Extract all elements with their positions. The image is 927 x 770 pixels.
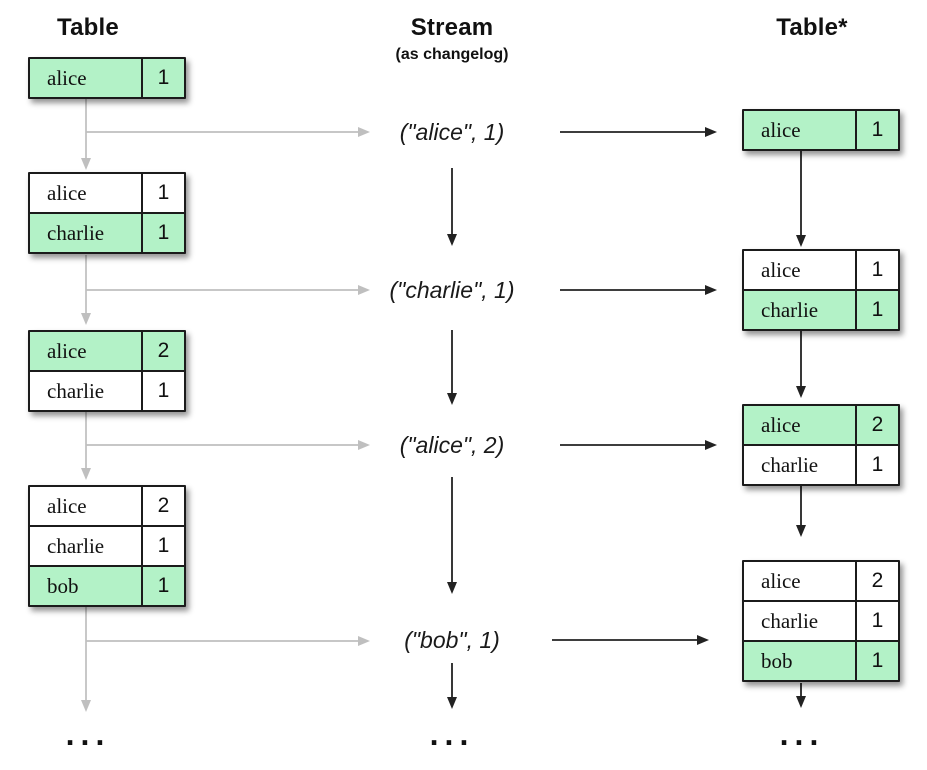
- row-value: 1: [157, 181, 170, 204]
- left-table-snapshot-2: alice 1 charlie 1: [28, 172, 186, 254]
- stream-event-1: ("alice", 1): [399, 119, 505, 145]
- table-row: charlie 1: [744, 444, 898, 484]
- row-value: 1: [157, 221, 170, 244]
- row-key: charlie: [744, 446, 857, 484]
- table-row: alice 1: [30, 59, 184, 97]
- table-row: charlie 1: [744, 600, 898, 640]
- left-table-snapshot-4: alice 2 charlie 1 bob 1: [28, 485, 186, 607]
- row-key: alice: [30, 59, 143, 97]
- row-key: alice: [30, 332, 143, 370]
- row-value: 2: [871, 569, 884, 592]
- row-key: alice: [30, 174, 143, 212]
- row-key: charlie: [30, 527, 143, 565]
- table-row: alice 1: [744, 111, 898, 149]
- left-continuation-ellipsis: ...: [65, 716, 111, 752]
- table-row: alice 2: [30, 487, 184, 525]
- stream-event-2: ("charlie", 1): [389, 277, 515, 303]
- row-value: 1: [157, 379, 170, 402]
- column-title-table: Table: [57, 14, 119, 41]
- row-value: 1: [871, 609, 884, 632]
- row-value: 1: [871, 649, 884, 672]
- table-row: charlie 1: [30, 212, 184, 252]
- row-key: alice: [744, 251, 857, 289]
- row-key: charlie: [744, 291, 857, 329]
- column-subtitle-changelog: (as changelog): [395, 46, 509, 63]
- table-row: bob 1: [744, 640, 898, 680]
- row-key: bob: [30, 567, 143, 605]
- table-row: alice 2: [30, 332, 184, 370]
- row-key: charlie: [744, 602, 857, 640]
- row-key: alice: [744, 562, 857, 600]
- row-key: bob: [744, 642, 857, 680]
- stream-event-3: ("alice", 2): [399, 432, 505, 458]
- row-key: alice: [744, 111, 857, 149]
- right-table-snapshot-3: alice 2 charlie 1: [742, 404, 900, 486]
- row-key: charlie: [30, 372, 143, 410]
- row-value: 2: [157, 494, 170, 517]
- stream-continuation-ellipsis: ...: [429, 716, 475, 752]
- row-value: 2: [871, 413, 884, 436]
- table-row: charlie 1: [30, 370, 184, 410]
- row-key: alice: [744, 406, 857, 444]
- table-row: charlie 1: [30, 525, 184, 565]
- row-value: 1: [157, 66, 170, 89]
- row-value: 1: [871, 258, 884, 281]
- table-row: alice 1: [30, 174, 184, 212]
- table-row: alice 2: [744, 562, 898, 600]
- right-table-snapshot-4: alice 2 charlie 1 bob 1: [742, 560, 900, 682]
- stream-event-4: ("bob", 1): [404, 627, 500, 653]
- row-value: 1: [871, 118, 884, 141]
- table-row: alice 1: [744, 251, 898, 289]
- row-value: 1: [871, 453, 884, 476]
- right-table-snapshot-2: alice 1 charlie 1: [742, 249, 900, 331]
- table-row: charlie 1: [744, 289, 898, 329]
- right-table-snapshot-1: alice 1: [742, 109, 900, 151]
- table-row: alice 2: [744, 406, 898, 444]
- row-value: 1: [157, 574, 170, 597]
- right-continuation-ellipsis: ...: [779, 716, 825, 752]
- left-table-snapshot-3: alice 2 charlie 1: [28, 330, 186, 412]
- row-value: 1: [871, 298, 884, 321]
- row-value: 1: [157, 534, 170, 557]
- column-title-table-star: Table*: [776, 14, 848, 41]
- row-key: alice: [30, 487, 143, 525]
- row-key: charlie: [30, 214, 143, 252]
- column-title-stream: Stream: [410, 14, 494, 41]
- left-table-snapshot-1: alice 1: [28, 57, 186, 99]
- table-row: bob 1: [30, 565, 184, 605]
- row-value: 2: [157, 339, 170, 362]
